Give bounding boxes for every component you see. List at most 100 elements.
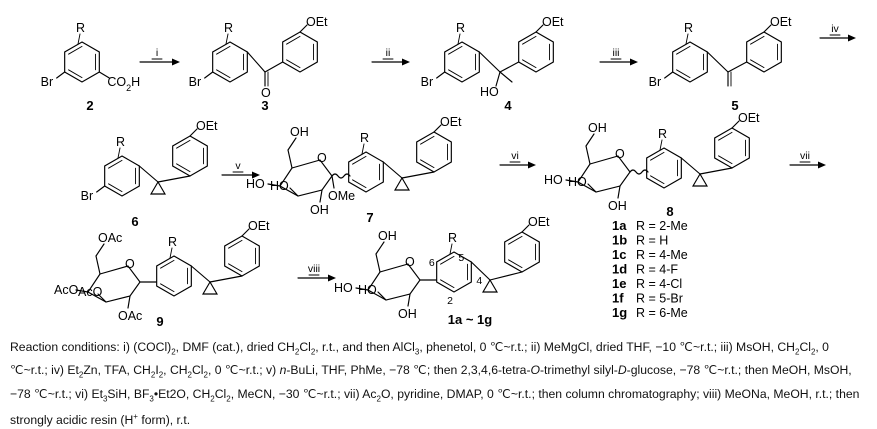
- r-substituent: R: [448, 231, 457, 245]
- r-substituent: R: [684, 21, 693, 35]
- bromo-group: Br: [41, 75, 54, 89]
- hydroxy-4: HO: [334, 281, 353, 295]
- aromatic-bond: [420, 135, 435, 145]
- cyclopropane-ring: [481, 279, 499, 293]
- ring-oxygen: O: [125, 257, 135, 271]
- aromatic-bond: [228, 239, 243, 249]
- r-bond: [225, 33, 229, 45]
- c-oh-bond: [495, 71, 501, 87]
- aromatic-bond: [228, 263, 243, 273]
- aromatic-bond: [718, 155, 733, 165]
- r-substituent: R: [168, 235, 177, 249]
- bromo-group: Br: [421, 75, 434, 89]
- c-br-bond: [204, 71, 214, 79]
- substituent-r-1a: R = 2-Me: [636, 219, 688, 233]
- cp-link-b: [209, 275, 243, 283]
- cp-link-b: [401, 171, 435, 179]
- c1-ome-bond: [331, 175, 335, 189]
- cp-link-a: [138, 165, 159, 183]
- aryl-o-bond: [433, 124, 442, 133]
- ethoxy-group-4: OEt: [542, 15, 564, 29]
- aromatic-bond: [448, 69, 463, 79]
- aryl-ring-7a: [348, 151, 384, 193]
- ethoxy-group-7: OEt: [440, 115, 462, 129]
- arrow-head: [848, 34, 856, 42]
- hydroxy-3: HO: [358, 283, 377, 297]
- substituent-id-1d: 1d: [612, 262, 627, 277]
- c3-o-bond: [587, 183, 597, 193]
- r-bond: [117, 147, 121, 159]
- hydroxy-4: HO: [544, 173, 563, 187]
- bromo-group: Br: [649, 75, 662, 89]
- carbinol-link-a: [478, 51, 501, 73]
- aryl-ring-3b: [282, 31, 318, 73]
- aryl-o-bond: [731, 120, 740, 129]
- hydroxy-group-4: HO: [480, 85, 499, 99]
- c-br-bond: [56, 71, 66, 79]
- arrow-head: [630, 58, 638, 66]
- r-substituent: R: [224, 21, 233, 35]
- aryl-o-bond: [299, 24, 308, 33]
- substituent-r-1c: R = 4-Me: [636, 248, 688, 262]
- r-substituent: R: [116, 135, 125, 149]
- aromatic-bond: [750, 35, 765, 45]
- vinyl-link-a: [706, 51, 729, 73]
- aryl-ring-7b: [416, 131, 452, 173]
- cp-link-b: [489, 271, 523, 281]
- c2-o-bond: [127, 295, 131, 309]
- anomeric-wavy-bond: [629, 169, 649, 175]
- step-label: iii: [613, 47, 620, 59]
- cp-link-a: [470, 261, 491, 281]
- c4-o-bond: [565, 179, 579, 183]
- c-br-bond: [664, 71, 674, 79]
- cyclopropane-ring: [393, 177, 411, 191]
- aromatic-bond: [108, 183, 123, 193]
- c5-c6-bond: [585, 145, 591, 165]
- aromatic-bond: [440, 255, 455, 265]
- substituent-id-1a: 1a: [612, 218, 627, 233]
- aryl-o-bond: [763, 24, 772, 33]
- cyclopropane-ring: [149, 181, 167, 195]
- r-substituent: R: [658, 127, 667, 141]
- aryl-ring-1b: [504, 231, 540, 273]
- substituent-r-1f: R = 5-Br: [636, 292, 683, 306]
- compound-9-label: 9: [156, 314, 163, 329]
- c5-c6-bond: [95, 255, 101, 275]
- c4-o-bond: [267, 183, 281, 187]
- cp-link-a: [190, 265, 211, 283]
- aromatic-bond: [508, 235, 523, 245]
- substituent-id-1g: 1g: [612, 305, 627, 320]
- ethoxy-group-9: OEt: [248, 219, 270, 233]
- arrow-head: [818, 161, 826, 169]
- aryl-ring-3a: [212, 41, 248, 83]
- ethoxy-group-6: OEt: [196, 119, 218, 133]
- aromatic-bond: [420, 159, 435, 169]
- r-bond: [457, 33, 461, 45]
- aromatic-bond: [718, 131, 733, 141]
- cp-link-b: [157, 175, 191, 183]
- carbonyl-oxygen: O: [261, 86, 271, 100]
- vinyl-link-b: [727, 61, 748, 73]
- substituent-r-1b: R = H: [636, 234, 668, 248]
- r-substituent: R: [76, 21, 85, 35]
- carbinol-link-b: [499, 61, 520, 73]
- aryl-ring-4b: [518, 31, 554, 73]
- aryl-ring-2: [64, 41, 100, 83]
- aromatic-bond: [676, 69, 691, 79]
- aromatic-bond: [508, 259, 523, 269]
- hydroxy-6: OH: [290, 125, 309, 139]
- anomeric-wavy-bond: [331, 173, 351, 179]
- ethoxy-group-1: OEt: [528, 215, 550, 229]
- cp-link-a: [382, 161, 403, 179]
- r-substituent: R: [456, 21, 465, 35]
- aryl-ring-5b: [746, 31, 782, 73]
- acetoxy-6: OAc: [98, 231, 122, 245]
- hydroxy-3: HO: [568, 175, 587, 189]
- aromatic-bond: [108, 159, 123, 169]
- aryl-ring-9b: [224, 235, 260, 277]
- aromatic-bond: [448, 45, 463, 55]
- step-label: iv: [831, 23, 839, 35]
- aryl-ring-1a: [436, 251, 472, 293]
- compound-7-label: 7: [366, 210, 373, 225]
